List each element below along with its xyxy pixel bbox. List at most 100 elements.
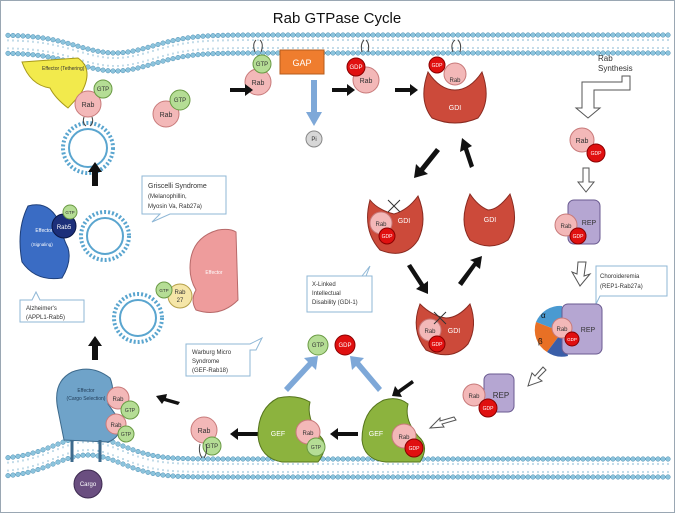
svg-text:(Signaling): (Signaling) (31, 242, 53, 247)
effector-tethering-shape (21, 57, 88, 109)
pi-molecule (305, 130, 323, 148)
svg-text:GEF: GEF (271, 431, 285, 438)
svg-text:Warburg Micro: Warburg Micro (192, 350, 232, 356)
svg-text:GTP: GTP (125, 408, 136, 414)
gap-box (279, 49, 325, 75)
svg-text:Alzheimer's: Alzheimer's (26, 306, 57, 312)
svg-text:GTP: GTP (97, 87, 109, 93)
svg-text:Rab: Rab (198, 428, 211, 435)
svg-text:GDP: GDP (409, 446, 421, 452)
vesicle-bottom (112, 292, 164, 344)
effector-tethering-label: Effector (Tethering) (42, 66, 85, 72)
svg-text:Myosin Va, Rab27a): Myosin Va, Rab27a) (148, 204, 202, 210)
gdp-membrane-2 (346, 57, 366, 77)
svg-text:Effector: Effector (35, 228, 52, 234)
svg-text:Rab: Rab (576, 138, 589, 145)
rab-cytosol-1 (152, 100, 180, 128)
svg-text:Rab: Rab (556, 327, 568, 333)
blue-arrow-gdp (350, 356, 382, 392)
svg-text:Rab: Rab (174, 290, 186, 296)
rab-synthesis-arrow (574, 75, 631, 119)
gtp-membrane-1 (252, 54, 272, 74)
svg-text:Choroideremia: Choroideremia (600, 274, 640, 280)
svg-text:REP: REP (582, 220, 597, 227)
svg-text:(Melanophillin,: (Melanophillin, (148, 194, 187, 200)
callout-griscelli: Griscelli Syndrome (Melanophillin, Myosi… (141, 175, 227, 223)
svg-text:Rab: Rab (160, 112, 173, 119)
svg-text:X-Linked: X-Linked (312, 282, 336, 288)
svg-text:Rab: Rab (302, 431, 314, 437)
svg-text:GTP: GTP (256, 62, 268, 68)
svg-text:β: β (538, 337, 543, 346)
svg-text:GTP: GTP (174, 98, 186, 104)
svg-text:GDI: GDI (448, 328, 461, 335)
svg-text:GDI: GDI (484, 217, 497, 224)
svg-text:(REP1-Rab27a): (REP1-Rab27a) (600, 284, 643, 290)
gdi-cycle-arrows (407, 138, 482, 294)
gtp-tethering (93, 79, 113, 99)
cargo (73, 469, 103, 499)
svg-text:Rab: Rab (560, 224, 572, 230)
svg-text:GTP: GTP (311, 445, 322, 451)
gdp-free (334, 334, 356, 356)
svg-text:27: 27 (177, 298, 184, 304)
gtp-bottom (202, 436, 222, 456)
svg-text:(GEF-Rab18): (GEF-Rab18) (192, 368, 228, 374)
svg-text:Cargo: Cargo (80, 482, 97, 488)
svg-text:Griscelli Syndrome: Griscelli Syndrome (148, 183, 207, 190)
svg-text:Rab: Rab (110, 423, 122, 429)
callout-xlinked: X-Linked Intellectual Disability (GDI-1) (306, 265, 373, 313)
svg-text:GTP: GTP (65, 210, 74, 215)
svg-text:(Cargo Selection): (Cargo Selection) (67, 396, 106, 402)
svg-text:Rab: Rab (468, 394, 480, 400)
rab-synthesis-label-1: Rab (598, 54, 613, 63)
rab-tethering (74, 90, 102, 118)
svg-text:GDP: GDP (483, 406, 495, 412)
gtp-cytosol-1 (169, 89, 191, 111)
callout-alzheimers: Alzheimer's (APPL1-Rab5) (19, 290, 85, 323)
svg-text:α: α (541, 311, 546, 320)
svg-text:GDP: GDP (432, 63, 444, 69)
svg-text:GTP: GTP (159, 288, 168, 293)
svg-text:GEF: GEF (369, 431, 383, 438)
svg-text:GDI: GDI (398, 218, 411, 225)
callout-warburg: Warburg Micro Syndrome (GEF-Rab18) (185, 336, 264, 377)
svg-text:GDP: GDP (591, 151, 603, 157)
blue-arrow-pi (306, 80, 322, 126)
svg-text:Intellectual: Intellectual (312, 291, 341, 297)
svg-text:Rab5: Rab5 (57, 225, 72, 231)
svg-text:GDP: GDP (432, 342, 444, 348)
geranylgeranyl-transferase: REP α β Rab GDP (534, 303, 603, 357)
svg-text:(APPL1-Rab5): (APPL1-Rab5) (26, 315, 65, 321)
svg-text:Rab: Rab (252, 80, 265, 87)
svg-text:GDP: GDP (567, 337, 577, 342)
diagram-title: Rab GTPase Cycle (273, 10, 401, 27)
svg-text:GDP: GDP (382, 234, 394, 240)
svg-text:Disability (GDI-1): Disability (GDI-1) (312, 300, 358, 306)
svg-text:GDP: GDP (349, 65, 362, 71)
svg-text:Rab: Rab (112, 397, 124, 403)
svg-text:Syndrome: Syndrome (192, 359, 220, 365)
svg-text:Rab: Rab (360, 78, 373, 85)
gdp-new (586, 143, 606, 163)
gtp-free (307, 334, 329, 356)
svg-text:GDI: GDI (449, 105, 462, 112)
gdi-free (463, 192, 515, 247)
svg-text:Rab: Rab (375, 222, 387, 228)
svg-text:Rab: Rab (398, 435, 410, 441)
svg-text:Rab: Rab (449, 78, 461, 84)
svg-text:Effector: Effector (205, 270, 222, 276)
svg-text:GDP: GDP (573, 234, 585, 240)
black-arrows (230, 84, 418, 96)
rab-synthesis-label-2: Synthesis (598, 64, 633, 73)
gap-label: GAP (292, 58, 311, 68)
svg-text:REP: REP (581, 327, 596, 334)
svg-text:Rab: Rab (82, 102, 95, 109)
effector-rab27 (189, 228, 239, 313)
svg-text:Effector: Effector (77, 388, 94, 394)
svg-text:GTP: GTP (206, 444, 218, 450)
vesicle-top (61, 121, 115, 175)
gef-arrows (230, 380, 414, 440)
